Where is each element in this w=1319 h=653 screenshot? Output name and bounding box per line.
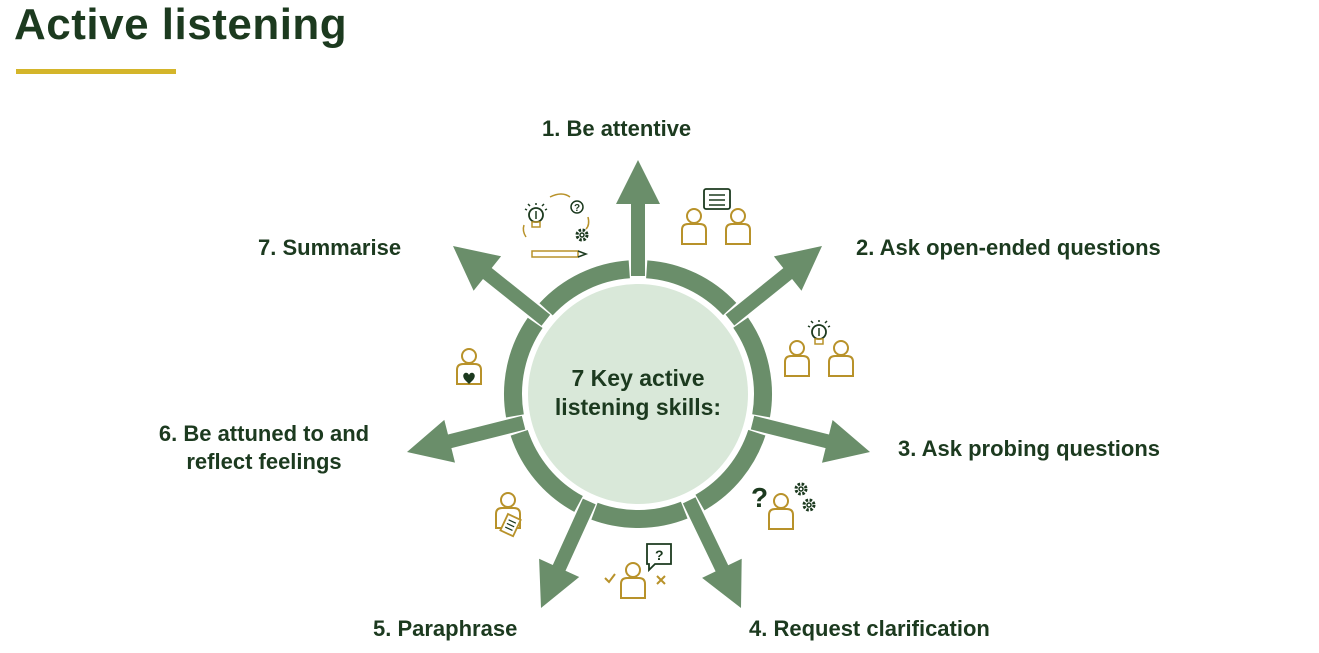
skill-arrow-7 bbox=[453, 246, 551, 326]
skill-label-1: 1. Be attentive bbox=[542, 116, 692, 141]
skill-label-7: 7. Summarise bbox=[258, 235, 402, 260]
idea-cycle-pencil-icon: ? bbox=[522, 193, 590, 258]
skill-arrows bbox=[407, 160, 870, 608]
ring-segment bbox=[645, 260, 737, 316]
skill-label-2: 2. Ask open-ended questions bbox=[856, 235, 1161, 260]
skill-arrow-1 bbox=[616, 160, 660, 276]
skill-label-3: 3. Ask probing questions bbox=[898, 436, 1160, 461]
center-disc bbox=[528, 284, 748, 504]
page-title: Active listening bbox=[14, 0, 348, 49]
skill-label-5: 5. Paraphrase bbox=[373, 616, 518, 641]
title-underline bbox=[16, 69, 176, 74]
person-question-gears-icon: ? bbox=[751, 482, 816, 530]
two-people-conversation-icon bbox=[681, 188, 751, 245]
outer-ring bbox=[504, 260, 772, 528]
skill-arrow-5 bbox=[539, 498, 596, 608]
person-notepad-icon bbox=[495, 492, 522, 538]
center-text: 7 Key active listening skills: bbox=[538, 364, 738, 422]
skill-label-4: 4. Request clarification bbox=[749, 616, 990, 641]
ring-segment bbox=[695, 429, 766, 511]
skill-label-6-line2: reflect feelings bbox=[186, 449, 342, 474]
skill-arrow-4 bbox=[682, 497, 742, 608]
svg-text:?: ? bbox=[655, 547, 664, 563]
skill-arrow-6 bbox=[407, 415, 526, 463]
ring-segment bbox=[510, 429, 584, 512]
center-text-line1: 7 Key active bbox=[571, 365, 705, 391]
person-question-speech-icon: ? bbox=[604, 543, 672, 599]
skill-label-6: 6. Be attuned to and reflect feelings bbox=[144, 420, 384, 476]
ring-segment bbox=[504, 317, 543, 418]
center-text-line2: listening skills: bbox=[554, 394, 722, 420]
person-heart-icon bbox=[456, 348, 482, 385]
skill-label-6-line1: 6. Be attuned to and bbox=[158, 421, 370, 446]
ring-segment bbox=[591, 501, 688, 528]
ring-segment bbox=[733, 317, 772, 418]
skill-arrow-3 bbox=[750, 415, 870, 463]
svg-text:?: ? bbox=[751, 482, 768, 513]
skill-arrow-2 bbox=[725, 246, 822, 326]
two-people-idea-icon bbox=[784, 319, 854, 377]
ring-segment bbox=[539, 260, 631, 316]
svg-text:?: ? bbox=[574, 203, 580, 214]
